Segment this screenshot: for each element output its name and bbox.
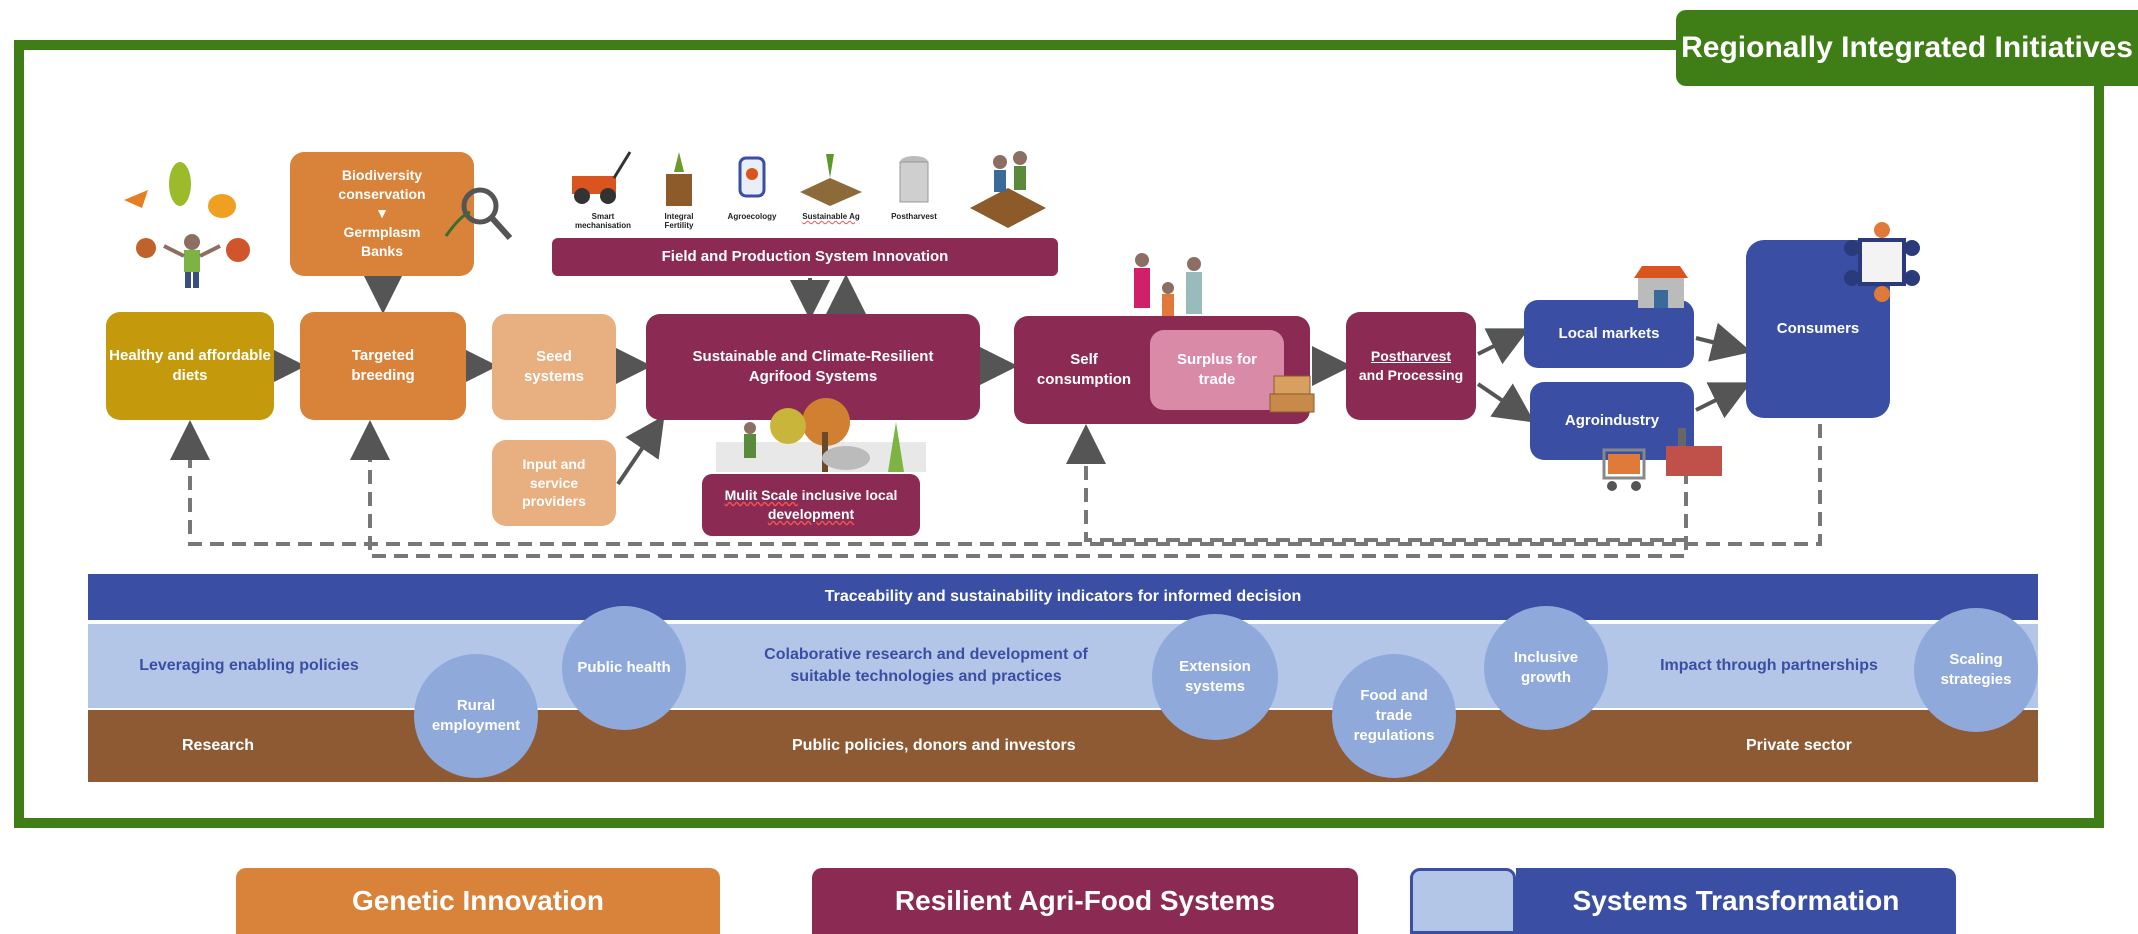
postharvest-box: Postharvest and Processing: [1346, 312, 1476, 420]
food-trade-circle: Food and trade regulations: [1332, 654, 1456, 778]
inclusive-growth-circle: Inclusive growth: [1484, 606, 1608, 730]
surplus-box: Surplus for trade: [1150, 330, 1284, 410]
postharvest-icon: Postharvest: [884, 148, 944, 222]
field-innovation-bar: Field and Production System Innovation: [552, 238, 1058, 276]
leveraging-label: Leveraging enabling policies: [139, 657, 359, 674]
collaborative-label: Colaborative research and development of…: [764, 646, 1088, 685]
agroecology-icon: Agroecology: [722, 148, 782, 222]
multiscale-box: Mulit Scale inclusive local development: [702, 474, 920, 536]
integral-fertility-icon: Integral Fertility: [654, 148, 704, 231]
biodiversity-box: Biodiversity conservation ▼ Germplasm Ba…: [290, 152, 474, 276]
triangle-down-icon: ▼: [375, 204, 389, 221]
healthy-diets-box: Healthy and affordable diets: [106, 312, 274, 420]
actors-band: Research Public policies, donors and inv…: [88, 710, 2038, 782]
innovation-icons: Smart mechanisation Integral Fertility A…: [568, 148, 1048, 240]
initiatives-frame: [14, 40, 2104, 828]
smart-mechanisation-icon: Smart mechanisation: [568, 148, 638, 231]
multiscale-label-c: development: [767, 506, 855, 522]
legend-systems: Systems Transformation: [1516, 868, 1956, 934]
postharvest-label-b: and Processing: [1358, 367, 1464, 383]
multiscale-label-b: inclusive local: [797, 487, 898, 504]
impact-label: Impact through partnerships: [1660, 657, 1878, 674]
crates-icon: [1266, 370, 1318, 416]
magnifier-icon: [440, 176, 516, 246]
legend-genetic: Genetic Innovation: [236, 868, 720, 934]
private-sector-label: Private sector: [1746, 737, 1852, 754]
dining-table-icon: [1842, 222, 1922, 302]
legend-systems-swatch: [1410, 868, 1516, 934]
self-consumption-label: Self consumption: [1036, 350, 1132, 388]
extension-systems-circle: Extension systems: [1152, 614, 1278, 740]
scaling-strategies-circle: Scaling strategies: [1914, 608, 2038, 732]
input-providers-box: Input and service providers: [492, 440, 616, 526]
strategies-band: Leveraging enabling policies Colaborativ…: [88, 624, 2038, 708]
cart-factory-icon: [1600, 420, 1730, 500]
landscape-icon: [716, 392, 926, 478]
seed-systems-box: Seed systems: [492, 314, 616, 420]
public-policies-label: Public policies, donors and investors: [792, 737, 1076, 754]
targeted-breeding-box: Targeted breeding: [300, 312, 466, 420]
research-label: Research: [182, 737, 255, 754]
sustainable-ag-icon: Sustainable Ag: [796, 148, 866, 222]
public-health-circle: Public health: [562, 606, 686, 730]
postharvest-label-a: Postharvest: [1370, 348, 1452, 365]
germplasm-label: Germplasm Banks: [343, 223, 421, 259]
people-icon: [1124, 248, 1214, 328]
legend-resilient: Resilient Agri-Food Systems: [812, 868, 1358, 934]
traceability-band: Traceability and sustainability indicato…: [88, 574, 2038, 620]
market-stall-icon: [1632, 262, 1690, 312]
rural-employment-circle: Rural employment: [414, 654, 538, 778]
biodiversity-label: Biodiversity conservation: [338, 167, 426, 202]
food-person-icon: [118, 160, 258, 290]
page-title: Regionally Integrated Initiatives: [1676, 10, 2138, 86]
local-markets-box: Local markets: [1524, 300, 1694, 368]
multiscale-label-a: Mulit Scale: [724, 487, 798, 504]
farmers-icon: [968, 148, 1048, 245]
traceability-label: Traceability and sustainability indicato…: [824, 588, 1302, 605]
